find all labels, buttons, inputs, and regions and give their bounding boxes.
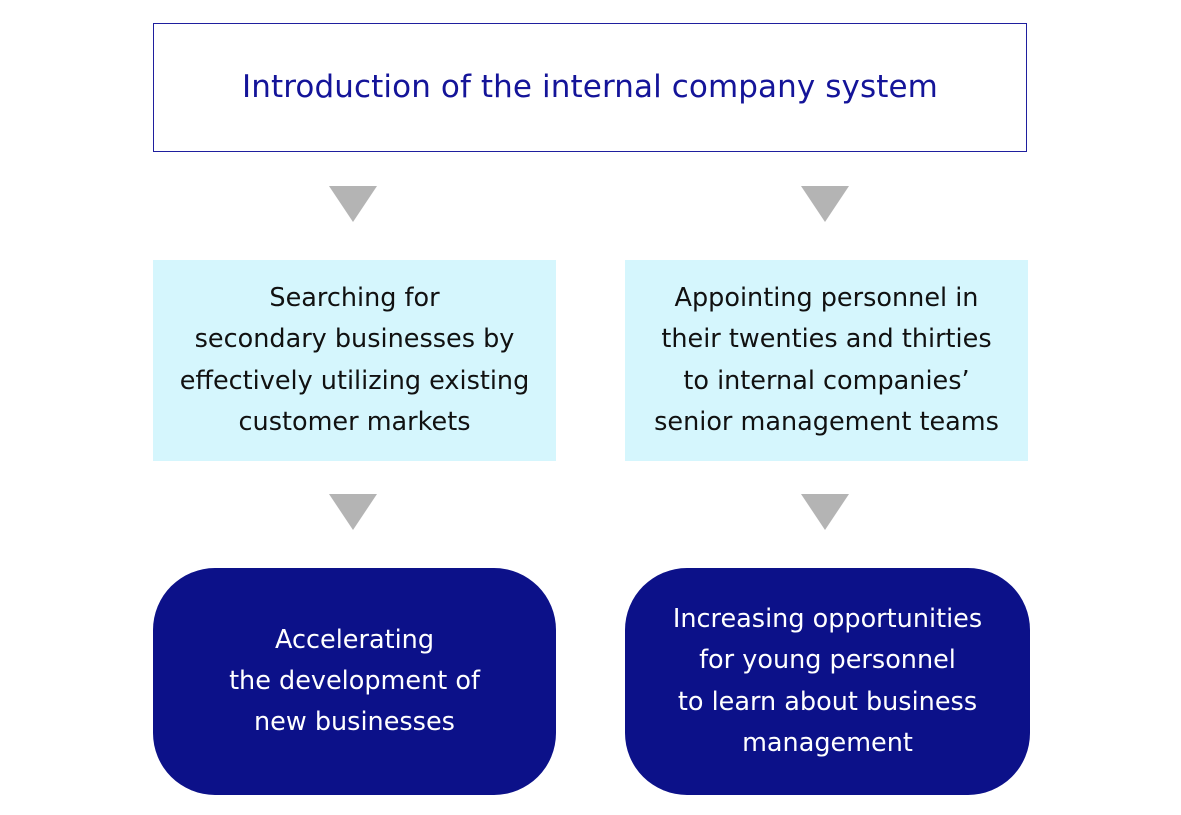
middle-box-left-text: Searching for secondary businesses by ef… [180,278,530,443]
title-text: Introduction of the internal company sys… [242,69,938,106]
text-line: Increasing opportunities [672,603,983,634]
middle-box-right-text: Appointing personnel in their twenties a… [654,278,999,443]
outcome-box-left-text: Accelerating the development of new busi… [229,620,480,744]
down-triangle-icon-right-top [801,186,849,222]
text-line: effectively utilizing existing [179,365,530,396]
text-line: their twenties and thirties [661,324,992,355]
down-triangle-icon-left-bottom [329,494,377,530]
text-line: for young personnel [699,645,956,676]
middle-box-left: Searching for secondary businesses by ef… [153,260,556,461]
text-line: senior management teams [654,406,999,437]
title-box: Introduction of the internal company sys… [153,23,1027,152]
text-line: management [742,727,913,758]
down-triangle-icon-left-top [329,186,377,222]
text-line: Searching for [269,282,440,313]
text-line: secondary businesses by [194,324,515,355]
text-line: to learn about business [677,686,978,717]
text-line: the development of [229,665,480,696]
outcome-box-left: Accelerating the development of new busi… [153,568,556,795]
middle-box-right: Appointing personnel in their twenties a… [625,260,1028,461]
text-line: Accelerating [274,624,435,655]
outcome-box-right: Increasing opportunities for young perso… [625,568,1030,795]
outcome-box-right-text: Increasing opportunities for young perso… [673,599,982,764]
down-triangle-icon-right-bottom [801,494,849,530]
text-line: to internal companies’ [683,365,970,396]
text-line: Appointing personnel in [674,282,979,313]
text-line: customer markets [238,406,471,437]
text-line: new businesses [254,707,455,738]
